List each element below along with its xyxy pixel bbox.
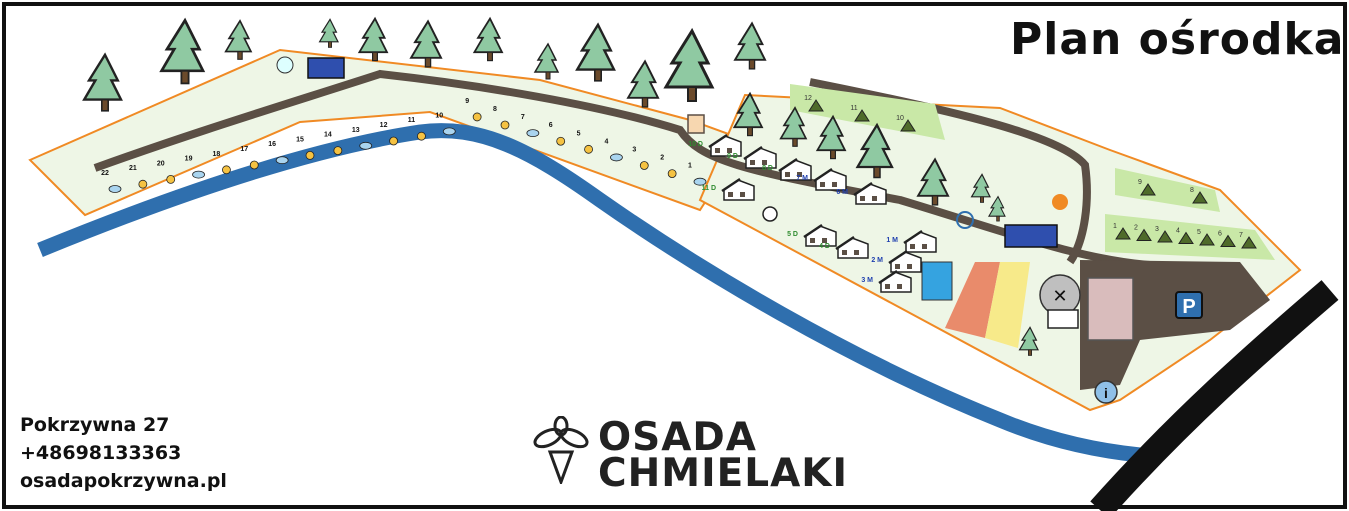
tent-plot-right-bottom-number: 2 (1134, 225, 1138, 232)
contact-website[interactable]: osadapokrzywna.pl (20, 470, 227, 492)
cloud-icon (108, 185, 122, 193)
tent-plot-right-bottom-number: 5 (1197, 229, 1201, 236)
sun-icon (556, 136, 566, 146)
plot-number: 11 (408, 117, 416, 124)
cloud-icon (610, 153, 623, 162)
main-road (93, 69, 1151, 269)
sun-icon (417, 131, 426, 141)
plot-number: 13 (352, 127, 360, 134)
cloud-icon (526, 129, 540, 138)
gate-icon (687, 114, 705, 134)
plot-number: 20 (157, 160, 165, 167)
tent-plot-right-top-number: 8 (1190, 187, 1194, 194)
food-truck-icon (1047, 309, 1079, 329)
plot-number: 1 (688, 163, 692, 170)
sun-icon (249, 160, 259, 170)
page-title: Plan ośrodka (1010, 14, 1345, 65)
volleyball-court (985, 262, 1030, 348)
toilets-icon-right (1004, 224, 1058, 248)
brand-name-line1: OSADA (598, 415, 757, 460)
cloud-icon (275, 156, 289, 165)
tent-area-right-bottom (1105, 214, 1275, 260)
parking-sign-letter: P (1182, 296, 1195, 318)
cabin-label: 3 M (861, 277, 873, 284)
plot-number: 16 (268, 141, 276, 148)
plot-number: 18 (213, 151, 221, 158)
cloud-icon (442, 127, 456, 136)
plot-number: 14 (324, 132, 332, 139)
contact-phone[interactable]: +48698133363 (20, 442, 182, 464)
cabin-label: 1 M (886, 237, 898, 244)
info-icon (1094, 380, 1118, 404)
parking-sign (1175, 291, 1203, 319)
plot-number: 5 (577, 130, 581, 137)
cabin-label: 11 D (702, 185, 716, 192)
plot-number: 8 (493, 106, 497, 113)
sun-icon (472, 112, 482, 122)
sun-icon (166, 174, 176, 184)
plot-number: 6 (549, 122, 553, 129)
sun-icon (333, 146, 343, 156)
plot-number: 12 (380, 122, 388, 129)
tent-plot-right-bottom-number: 1 (1113, 223, 1117, 230)
sun-icon (500, 120, 510, 130)
tent-plot-top-number: 10 (896, 115, 904, 122)
tent-plot-right-bottom-number: 6 (1218, 231, 1222, 238)
cabin-label: 5 D (787, 231, 798, 238)
plot-number: 15 (296, 136, 304, 143)
cabin-label: 10 D (688, 141, 703, 148)
olympic-rings-icon (956, 211, 974, 229)
plot-number: 17 (240, 146, 248, 153)
plot-number: 4 (604, 138, 608, 145)
cloud-icon (192, 170, 205, 179)
tent-plot-right-bottom-number: 7 (1239, 232, 1243, 239)
toilets-icon-left (307, 57, 345, 79)
plot-number: 7 (521, 114, 525, 121)
plot-number: 3 (632, 147, 636, 154)
sun-icon (389, 136, 398, 146)
plot-number: 22 (101, 170, 109, 177)
plot-number: 10 (435, 112, 443, 119)
plot-number: 2 (660, 155, 664, 162)
sport-court (945, 262, 1000, 338)
cabins-layer: 10 D 9 D 8 D 7 M 6 M 11 D 5 D 4 D 1 M 2 M 3 M (688, 133, 938, 294)
cloud-icon (359, 141, 373, 150)
sun-icon (138, 179, 148, 189)
access-road (1090, 280, 1339, 511)
service-building (1087, 277, 1134, 341)
plot-number: 9 (465, 98, 469, 105)
tent-plot-right-top-number: 9 (1138, 179, 1142, 186)
sun-icon (222, 165, 231, 175)
plot-number: 19 (185, 156, 193, 163)
brand-name-line2: CHMIELAKI (598, 451, 848, 496)
fountain-icon (276, 56, 294, 74)
info-icon-letter: i (1104, 385, 1108, 401)
sun-icon (639, 161, 649, 170)
sun-icon (667, 169, 677, 179)
sun-icon (584, 144, 593, 154)
river (37, 123, 1141, 463)
grill-icon (762, 206, 778, 222)
cabin-label: 2 M (871, 257, 883, 264)
tent-plot-top-number: 11 (850, 105, 857, 112)
tent-plot-right-bottom-number: 3 (1155, 226, 1159, 233)
brand-logo-icon (533, 416, 589, 484)
cabin-label: 4 D (819, 243, 830, 250)
tent-plot-top-number: 12 (804, 95, 812, 102)
cabin-label: 8 D (762, 165, 773, 172)
bonfire-icon (1052, 194, 1068, 210)
cutlery-glyph: ✕ (1052, 286, 1067, 306)
sun-icon (305, 150, 315, 160)
cabin-label: 9 D (727, 153, 738, 160)
cabin-label: 7 M (796, 175, 808, 182)
plot-number: 21 (129, 165, 137, 172)
cabin-label: 6 M (836, 189, 848, 196)
pool (921, 261, 953, 301)
tent-plot-right-bottom-number: 4 (1176, 228, 1180, 235)
contact-address: Pokrzywna 27 (20, 414, 170, 436)
